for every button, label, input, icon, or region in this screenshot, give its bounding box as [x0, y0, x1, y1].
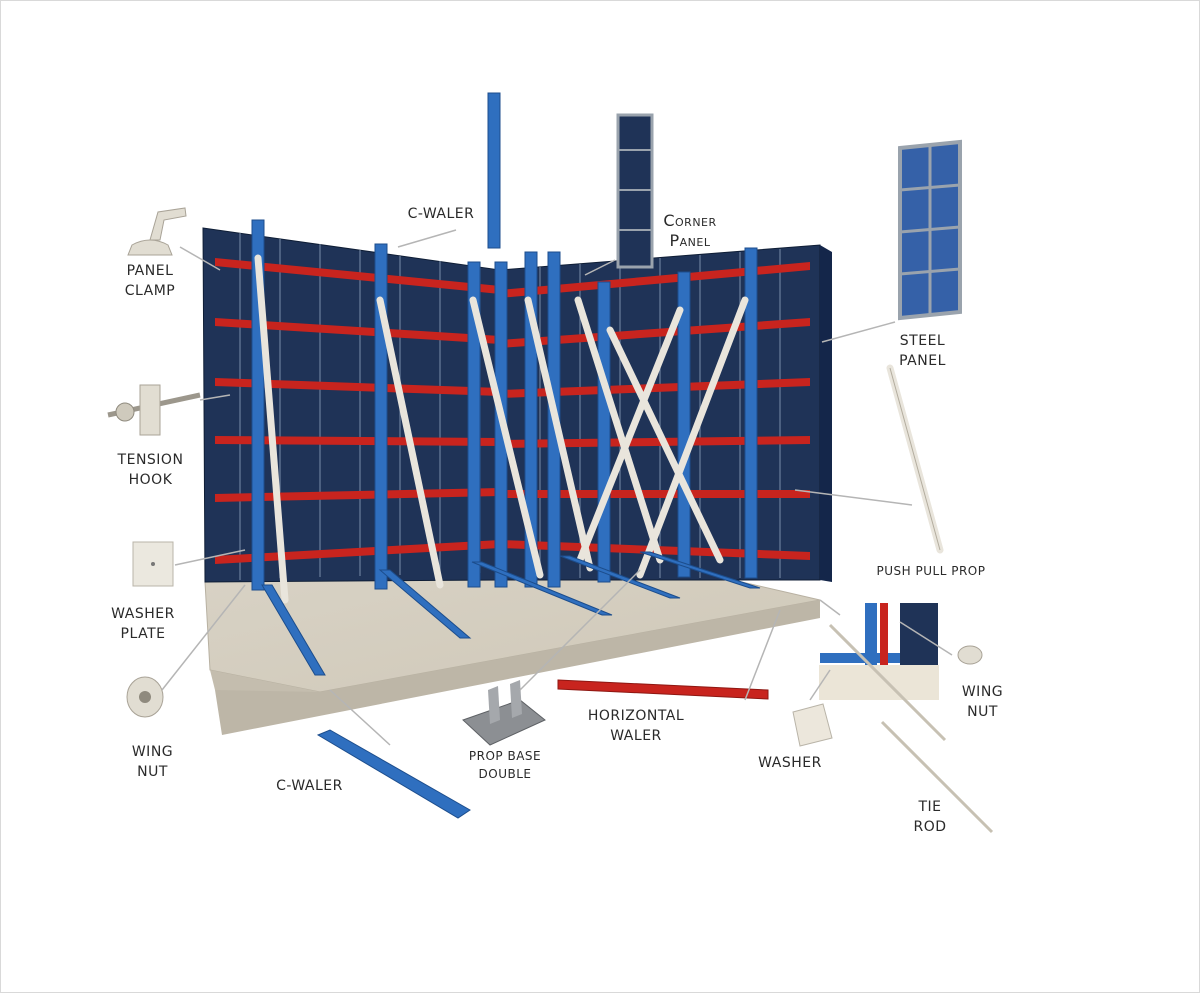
label-washer-plate: WASHER PLATE: [111, 606, 175, 642]
loose-c-waler-top: [487, 92, 501, 249]
label-washer: WASHER: [758, 755, 822, 771]
label-steel-panel: STEEL PANEL: [899, 333, 946, 369]
washer-part: [792, 703, 833, 747]
tie-rod-part: [880, 720, 994, 834]
leader-lines: [161, 229, 953, 746]
concrete-slab: [204, 547, 821, 735]
label-push-pull-prop: PUSH PULL PROP: [876, 564, 986, 578]
label-c-waler-bottom: C-WALER: [276, 778, 343, 794]
washer-plate-part: [132, 541, 174, 587]
label-wing-nut-left: WING NUT: [131, 744, 174, 780]
left-wall-panels: [202, 227, 501, 583]
steel-panel-part: [898, 139, 962, 321]
label-tension-hook: TENSION HOOK: [117, 452, 184, 488]
panel-clamp-part: [127, 207, 187, 256]
label-panel-clamp: PANEL CLAMP: [124, 263, 176, 299]
corner-panel-part: [616, 113, 654, 269]
label-wing-nut-right: WING NUT: [961, 684, 1004, 720]
horizontal-waler-part: [557, 679, 769, 700]
push-pull-prop-part: [886, 364, 944, 554]
tension-hook-part: [107, 384, 201, 436]
c-waler-bottom-part: [316, 729, 471, 819]
wing-nut-left-part: [126, 676, 164, 718]
label-tie-rod: TIE ROD: [913, 799, 947, 835]
label-corner-panel: Corner Panel: [663, 211, 717, 250]
floor-c-walers: [261, 551, 761, 676]
label-c-waler-top: C-WALER: [407, 206, 475, 222]
prop-base-double-part: [462, 680, 546, 746]
label-prop-base-double: PROP BASE DOUBLE: [468, 749, 542, 781]
push-pull-props-installed: [254, 254, 749, 604]
label-horizontal-waler: HORIZONTAL WALER: [587, 708, 685, 744]
